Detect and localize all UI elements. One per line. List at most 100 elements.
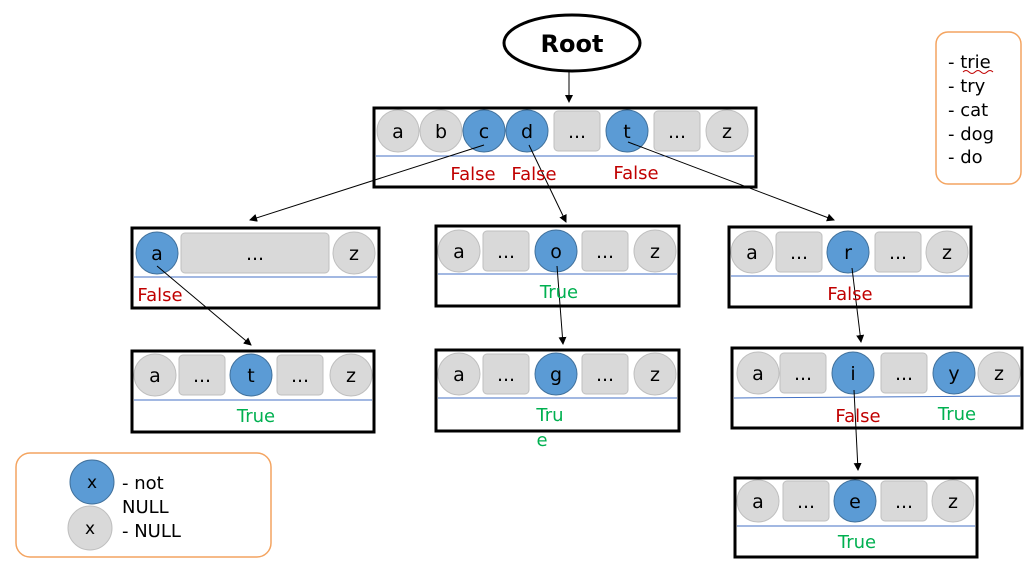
cell-not-null <box>135 231 179 275</box>
cell-null <box>332 231 376 275</box>
node-divider <box>733 395 1021 399</box>
cell-label: ... <box>794 363 812 385</box>
arrow-tr-to-node <box>851 267 865 343</box>
cell-label: z <box>942 242 952 264</box>
cell-null <box>178 354 226 396</box>
arrow-d-to-node <box>528 144 567 223</box>
cell-label: ... <box>889 242 907 264</box>
cell-null <box>437 352 481 396</box>
cell-null <box>730 230 774 274</box>
cell-null <box>437 229 481 273</box>
word-item: - cat <box>948 100 988 121</box>
words-legend: - trie - try - cat - dog - do <box>935 31 1022 185</box>
cell-label: ... <box>497 241 515 263</box>
cell-label: a <box>752 491 764 513</box>
cell-null <box>276 354 324 396</box>
cell-label: z <box>722 121 732 143</box>
cell-null <box>553 110 601 152</box>
cell-not-null <box>932 351 976 395</box>
flag-true: e <box>536 430 547 451</box>
cell-null <box>419 109 463 153</box>
cell-label: a <box>752 363 764 385</box>
cell-not-null <box>229 353 273 397</box>
arrows <box>156 72 865 471</box>
cell-label: d <box>521 121 533 143</box>
word-item: - dog <box>948 124 994 145</box>
word-item: - do <box>948 147 983 168</box>
cell-label: z <box>349 243 359 265</box>
cell-label: g <box>550 364 562 386</box>
cell-label: a <box>453 364 465 386</box>
cell-label: ... <box>596 241 614 263</box>
cell-label: ... <box>895 491 913 513</box>
root-ellipse <box>502 13 642 73</box>
cell-not-null <box>534 352 578 396</box>
flag-false: False <box>835 406 880 427</box>
cell-label: t <box>247 365 254 387</box>
cell-label: t <box>623 121 630 143</box>
filled-cell-sample <box>69 459 115 505</box>
cell-label: i <box>850 363 855 385</box>
filled-legend-text: - not <box>122 473 164 494</box>
empty-legend-text: - NULL <box>122 521 181 542</box>
cell-null <box>736 351 780 395</box>
cell-not-null <box>534 229 578 273</box>
flag-false: False <box>450 164 495 185</box>
cell-not-null <box>605 109 649 153</box>
cell-label: c <box>479 121 489 143</box>
node-legend: x - not NULL x - NULL <box>15 452 272 558</box>
cell-label: ... <box>291 365 309 387</box>
word-item: - trie <box>948 52 991 73</box>
arrow-tri-to-node <box>853 389 862 471</box>
filled-cell-symbol: x <box>87 473 97 493</box>
cell-label: ... <box>246 243 264 265</box>
cell-label: z <box>346 365 356 387</box>
cell-null <box>633 352 677 396</box>
cell-null <box>581 230 629 272</box>
cell-label: b <box>435 121 447 143</box>
flag-true: True <box>937 404 976 425</box>
cell-null <box>925 230 969 274</box>
arrow-ca-to-node <box>156 265 252 346</box>
cell-null <box>482 353 530 395</box>
cell-null <box>633 229 677 273</box>
cell-null <box>874 231 922 273</box>
cell-label: a <box>149 365 161 387</box>
cell-null <box>782 480 830 522</box>
spellcheck-squiggle <box>962 70 994 74</box>
cell-null <box>775 231 823 273</box>
cell-null <box>779 352 827 394</box>
cell-label: ... <box>797 491 815 513</box>
cell-label: y <box>948 363 959 385</box>
cell-label: a <box>392 121 404 143</box>
arrow-do-to-node <box>556 265 567 345</box>
cell-label: ... <box>790 242 808 264</box>
flag-false: False <box>613 163 658 184</box>
cell-label: z <box>948 491 958 513</box>
cell-null <box>653 110 701 152</box>
cell-null <box>180 232 330 274</box>
cell-null <box>376 109 420 153</box>
flag-true: True <box>236 406 275 427</box>
empty-cell-sample <box>67 505 113 551</box>
empty-cell-symbol: x <box>85 519 95 539</box>
cell-null <box>705 109 749 153</box>
cell-label: ... <box>568 121 586 143</box>
cell-label: z <box>650 364 660 386</box>
cell-label: ... <box>193 365 211 387</box>
arrow-t-to-node <box>627 141 835 222</box>
cell-null <box>482 230 530 272</box>
arrow-c-to-node <box>249 144 485 222</box>
cell-label: z <box>650 241 660 263</box>
cell-null <box>880 480 928 522</box>
cell-null <box>329 353 373 397</box>
flags: False False False False True False True … <box>137 163 976 553</box>
cell-label: a <box>151 243 163 265</box>
filled-legend-text: NULL <box>122 497 169 518</box>
flag-true: True <box>837 532 876 553</box>
flag-false: False <box>511 164 556 185</box>
cell-label: z <box>994 363 1004 385</box>
cell-label: ... <box>596 364 614 386</box>
